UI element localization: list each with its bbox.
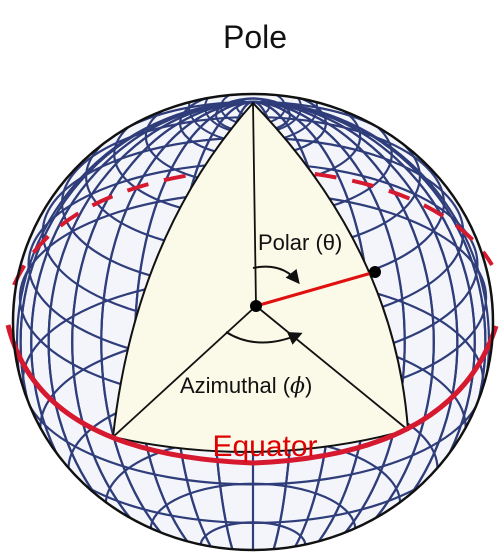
curved-arrow-icon — [252, 265, 300, 285]
azimuthal-angle-label: Azimuthal (ϕ) — [180, 373, 312, 399]
polar-axis-line — [252, 102, 257, 307]
center-dot-icon — [250, 300, 262, 312]
sphere-outline — [11, 92, 495, 552]
cutaway-wedge — [111, 101, 410, 453]
front-equator-line — [5, 324, 499, 466]
radius-line — [255, 270, 376, 308]
curved-arrow-icon — [225, 331, 303, 345]
surface-dot-icon — [369, 266, 381, 278]
wedge-edge-left — [112, 305, 257, 438]
pole-label: Pole — [223, 19, 287, 55]
polar-angle-label: Polar (θ) — [258, 230, 342, 255]
wedge-edge-right — [255, 305, 409, 431]
equator-label: Equator — [212, 430, 317, 463]
